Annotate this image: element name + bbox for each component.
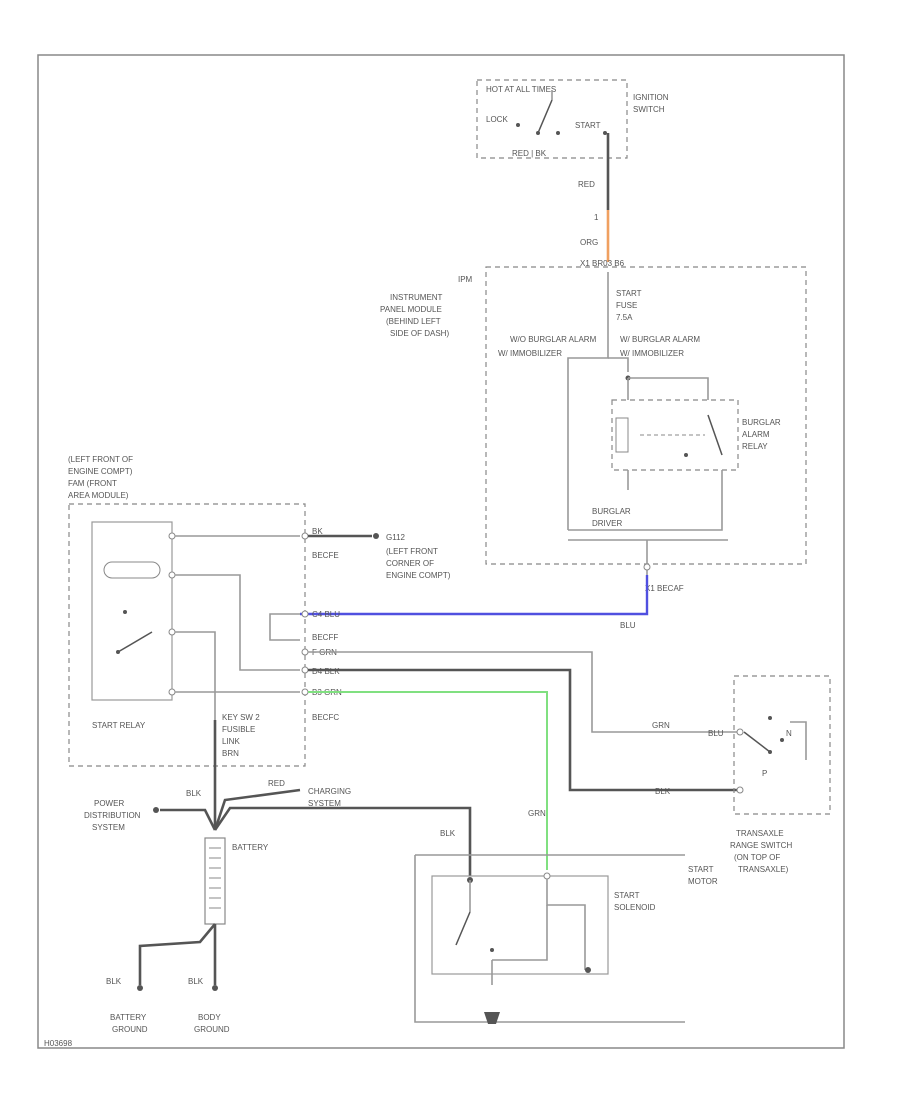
transaxle-label-4: TRANSAXLE) bbox=[738, 865, 789, 874]
wire-blk-bat-label: BLK bbox=[106, 977, 122, 986]
fam-connector-label-3: BECFC bbox=[312, 713, 339, 722]
hot-at-all-times-label: HOT AT ALL TIMES bbox=[486, 85, 556, 94]
power-dist-label-1: POWER bbox=[94, 799, 124, 808]
g112-label-4: ENGINE COMPT) bbox=[386, 571, 451, 580]
range-pin1-label: BLU bbox=[708, 729, 724, 738]
fusible-link-label-3: LINK bbox=[222, 737, 240, 746]
transaxle-label-3: (ON TOP OF bbox=[734, 853, 780, 862]
wire-grn-label: GRN bbox=[652, 721, 670, 730]
fusible-link-label-2: FUSIBLE bbox=[222, 725, 255, 734]
ipm-title-2: INSTRUMENT bbox=[390, 293, 443, 302]
start-motor-label-1: START bbox=[688, 865, 714, 874]
fam-title-3: FAM (FRONT bbox=[68, 479, 117, 488]
battery-ground-label-2: GROUND bbox=[112, 1025, 148, 1034]
power-dist-label-2: DISTRIBUTION bbox=[84, 811, 141, 820]
charging-system-label-1: CHARGING bbox=[308, 787, 351, 796]
ipm-top-connector-label: X1 BR03 B6 bbox=[580, 259, 625, 268]
pin-blu-label: C4 BLU bbox=[312, 610, 340, 619]
battery-ground-label-1: BATTERY bbox=[110, 1013, 147, 1022]
lock-label: LOCK bbox=[486, 115, 508, 124]
blue-wire bbox=[300, 575, 649, 616]
w-alarm-label-1: W/ BURGLAR ALARM bbox=[620, 335, 700, 344]
transaxle-label-1: TRANSAXLE bbox=[736, 829, 784, 838]
wire-org-label: ORG bbox=[580, 238, 598, 247]
fam-connector-label-1: BECFE bbox=[312, 551, 339, 560]
start-relay-label: START RELAY bbox=[92, 721, 146, 730]
ignition-switch-label-1: IGNITION bbox=[633, 93, 669, 102]
start-fuse-label-2: FUSE bbox=[616, 301, 637, 310]
wo-alarm-label-2: W/ IMMOBILIZER bbox=[498, 349, 562, 358]
wire-blk-body-label: BLK bbox=[188, 977, 204, 986]
wire-red2-label: RED bbox=[268, 779, 285, 788]
power-dist-label-3: SYSTEM bbox=[92, 823, 125, 832]
ipm-bottom-connector-label: X1 BECAF bbox=[645, 584, 684, 593]
wire-blk-label: BLK bbox=[186, 789, 202, 798]
transaxle-label-2: RANGE SWITCH bbox=[730, 841, 792, 850]
transaxle-range-switch: BLU BLK P N TRANSAXLE RANGE SWITCH (ON T… bbox=[655, 675, 831, 874]
burglar-driver-label-2: DRIVER bbox=[592, 519, 622, 528]
diagram-frame bbox=[37, 54, 845, 1049]
ipm-title-4: (BEHIND LEFT bbox=[386, 317, 441, 326]
pin-blk-label: D4 BLK bbox=[312, 667, 340, 676]
wire-blu-label: BLU bbox=[620, 621, 636, 630]
ipm-title-3: PANEL MODULE bbox=[380, 305, 442, 314]
start-solenoid-label-1: START bbox=[614, 891, 640, 900]
wire-blk2-label: BLK bbox=[440, 829, 456, 838]
start-fuse-label-1: START bbox=[616, 289, 642, 298]
wire-number-label: 1 bbox=[594, 213, 599, 222]
battery-label: BATTERY bbox=[232, 843, 269, 852]
front-area-module: (LEFT FRONT OF ENGINE COMPT) FAM (FRONT … bbox=[68, 455, 342, 767]
conn-bk-label: BK bbox=[312, 527, 323, 536]
body-ground-label-2: GROUND bbox=[194, 1025, 230, 1034]
fusible-link-label-1: KEY SW 2 bbox=[222, 713, 260, 722]
burglar-alarm-relay-label-3: RELAY bbox=[742, 442, 768, 451]
wire-red-label: RED bbox=[578, 180, 595, 189]
start-fuse-label-3: 7.5A bbox=[616, 313, 633, 322]
green-wire bbox=[308, 691, 548, 870]
ipm-title-5: SIDE OF DASH) bbox=[390, 329, 449, 338]
fusible-link-label-4: BRN bbox=[222, 749, 239, 758]
g112-label-3: CORNER OF bbox=[386, 559, 434, 568]
fam-connector-label-2: BECFF bbox=[312, 633, 338, 642]
g112-label-2: (LEFT FRONT bbox=[386, 547, 438, 556]
fam-title-4: AREA MODULE) bbox=[68, 491, 129, 500]
reference-code: H03698 bbox=[44, 1039, 73, 1048]
range-pin2-label: BLK bbox=[655, 787, 671, 796]
g112-label-1: G112 bbox=[386, 533, 406, 542]
start-solenoid-label-2: SOLENOID bbox=[614, 903, 656, 912]
ipm-title-1: IPM bbox=[458, 275, 473, 284]
body-ground-label-1: BODY bbox=[198, 1013, 221, 1022]
burglar-alarm-relay-label-1: BURGLAR bbox=[742, 418, 781, 427]
range-n-label: N bbox=[786, 729, 792, 738]
fam-title-2: ENGINE COMPT) bbox=[68, 467, 133, 476]
ignition-switch-pin-label: RED | BK bbox=[512, 149, 547, 158]
burglar-driver-label-1: BURGLAR bbox=[592, 507, 631, 516]
wire-grn2-label: GRN bbox=[528, 809, 546, 818]
battery-symbol bbox=[204, 837, 226, 925]
fam-title-1: (LEFT FRONT OF bbox=[68, 455, 133, 464]
ignition-switch-label-2: SWITCH bbox=[633, 105, 665, 114]
burglar-alarm-relay-label-2: ALARM bbox=[742, 430, 770, 439]
start-motor-label-2: MOTOR bbox=[688, 877, 718, 886]
range-p-label: P bbox=[762, 769, 767, 778]
start-position-label: START bbox=[575, 121, 601, 130]
charging-system-label-2: SYSTEM bbox=[308, 799, 341, 808]
wo-alarm-label-1: W/O BURGLAR ALARM bbox=[510, 335, 597, 344]
w-alarm-label-2: W/ IMMOBILIZER bbox=[620, 349, 684, 358]
instrument-panel-module: X1 BR03 B6 IPM INSTRUMENT PANEL MODULE (… bbox=[380, 259, 807, 593]
ignition-switch: HOT AT ALL TIMES IGNITION SWITCH LOCK ST… bbox=[476, 79, 669, 159]
start-motor: START MOTOR START SOLENOID bbox=[414, 854, 718, 1024]
